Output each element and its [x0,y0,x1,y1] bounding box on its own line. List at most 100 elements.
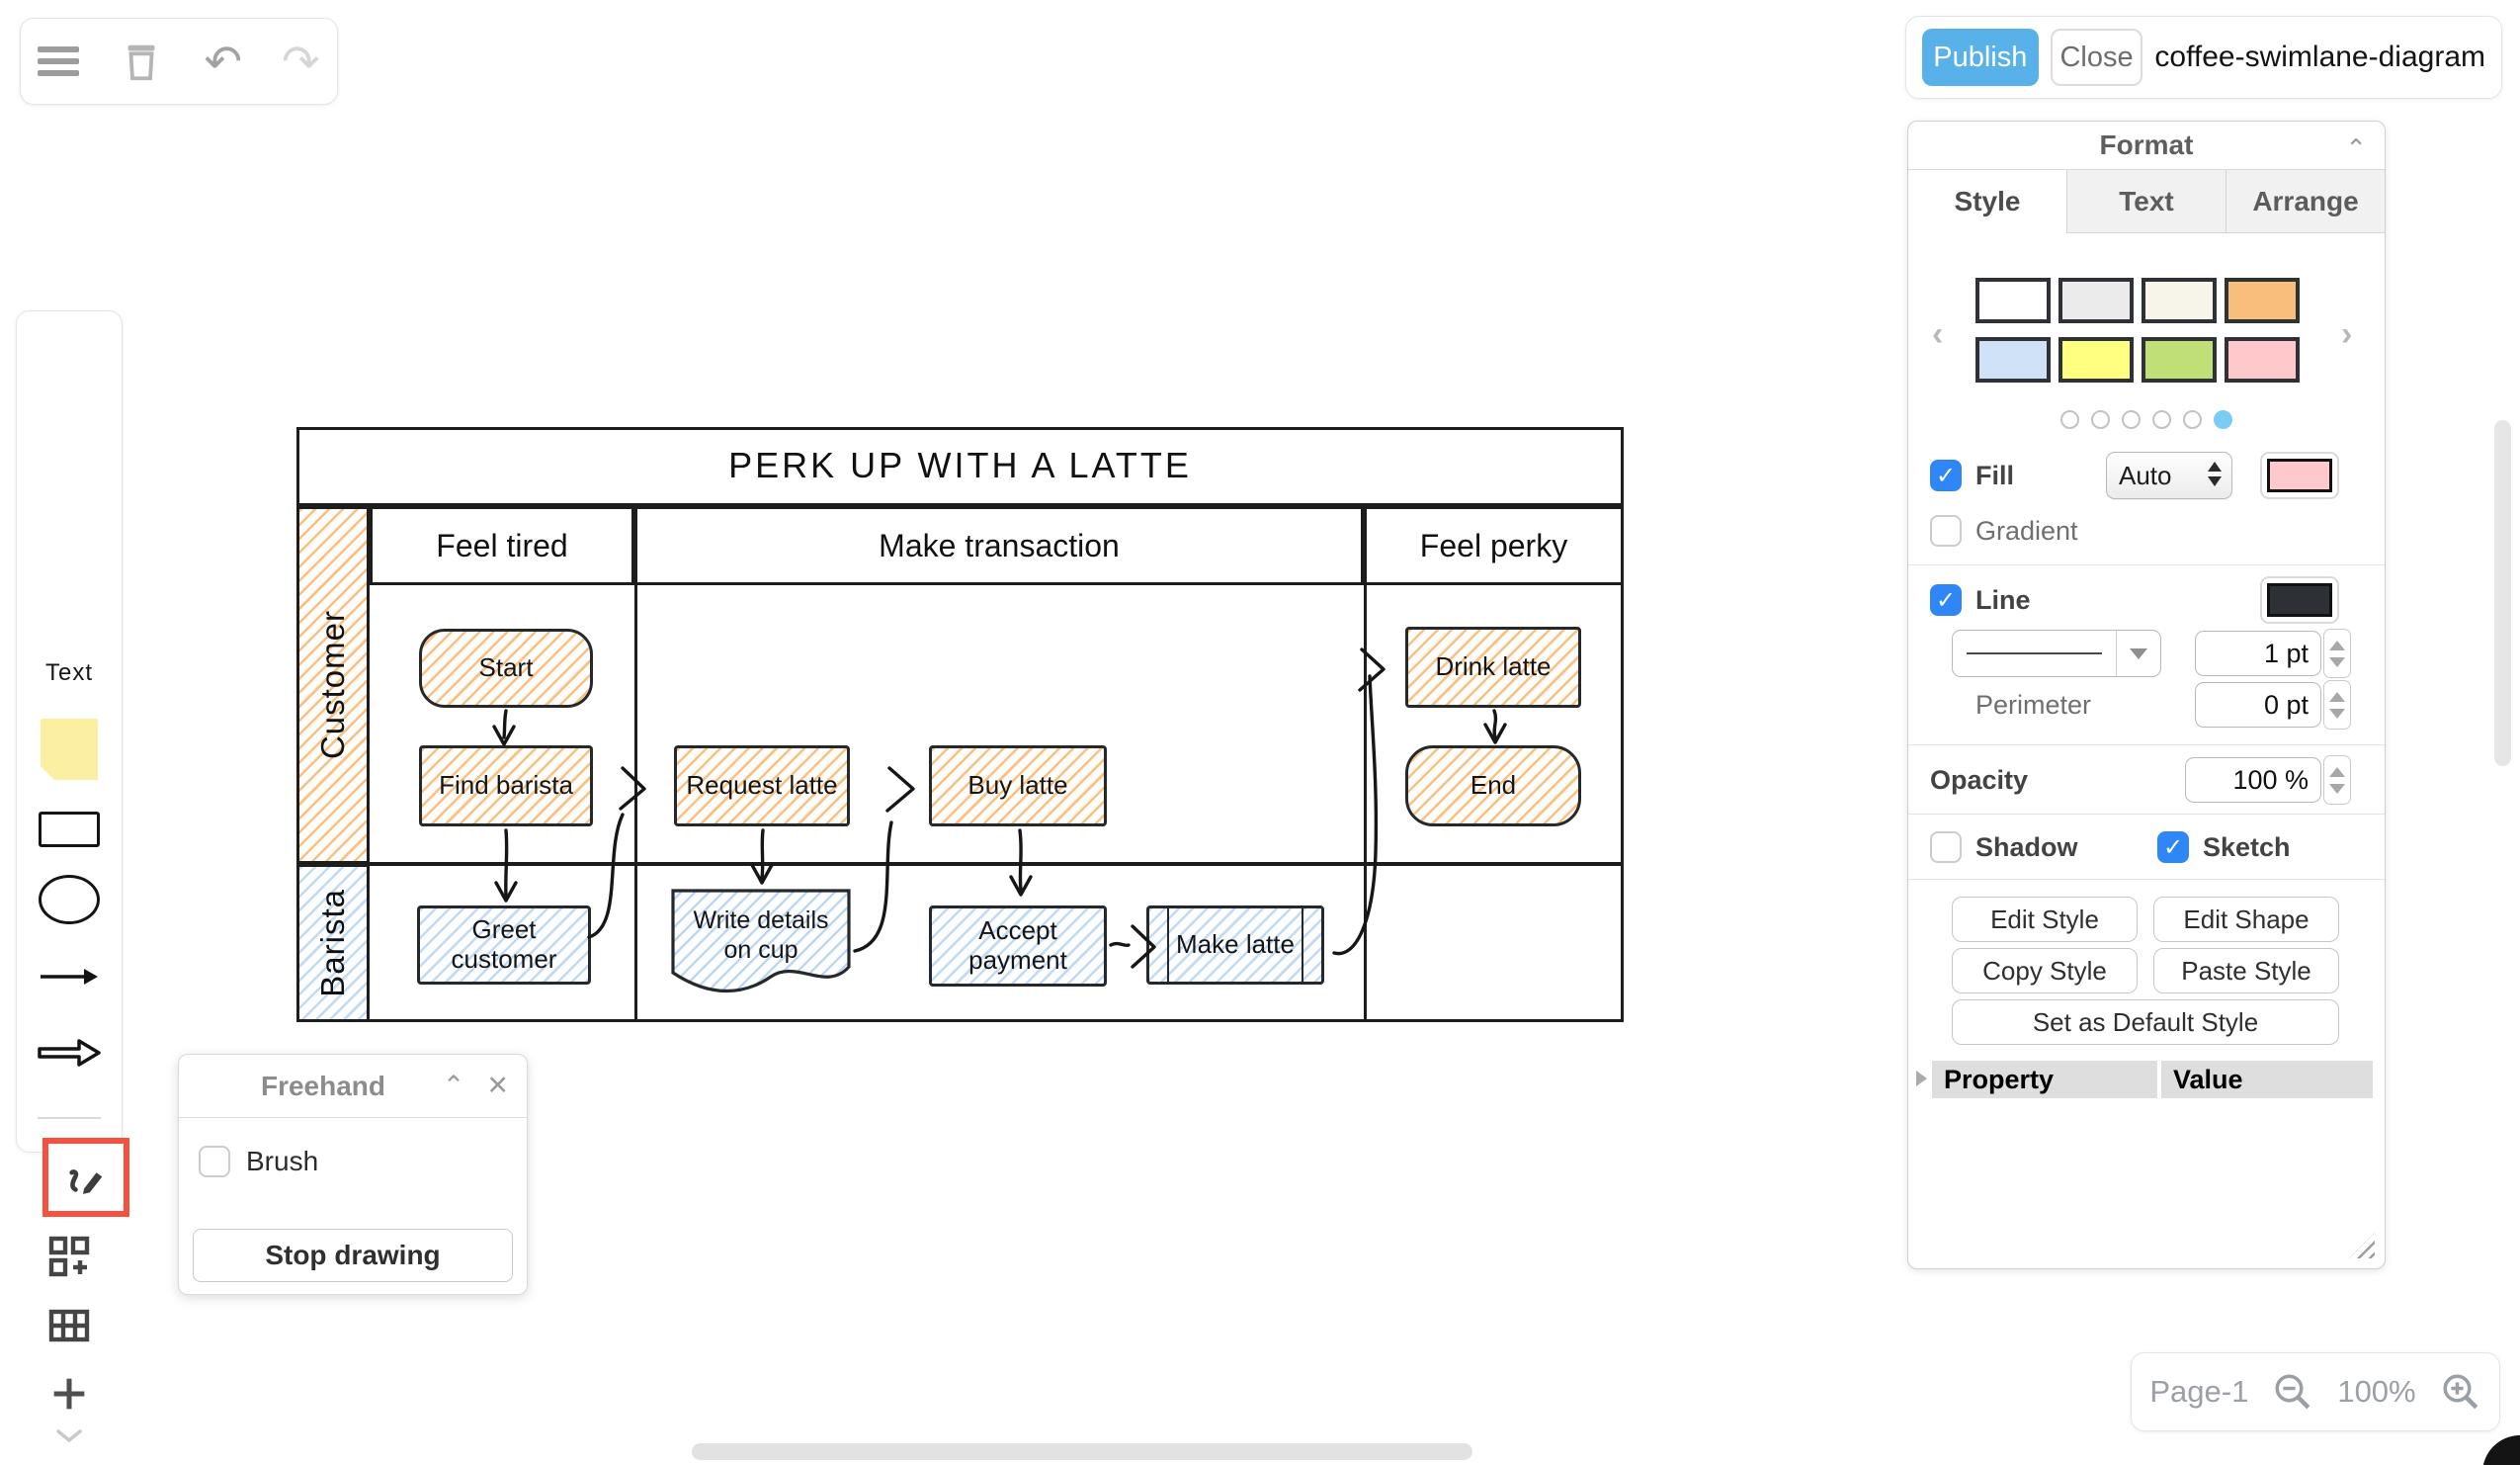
tab-text[interactable]: Text [2066,170,2226,233]
pager-dot[interactable] [2152,410,2171,429]
fill-checkbox[interactable] [1930,460,1962,491]
copy-style-button[interactable]: Copy Style [1952,948,2138,993]
phase-feel-perky[interactable]: Feel perky [1364,506,1624,585]
pager-dot[interactable] [2183,410,2202,429]
style-swatch[interactable] [2058,278,2134,323]
arrow-tool[interactable] [37,962,102,991]
collapse-dialog-icon[interactable]: ⌃ [442,1071,465,1100]
style-swatch[interactable] [1975,337,2051,383]
horizontal-scrollbar[interactable] [692,1443,1472,1460]
perimeter-stepper[interactable] [2323,680,2351,730]
fill-color-button[interactable] [2260,452,2339,499]
tab-style[interactable]: Style [1908,170,2066,233]
opacity-input[interactable]: 100 % [2185,757,2321,803]
freehand-tool-active[interactable] [42,1138,129,1217]
style-swatch[interactable] [2225,278,2300,323]
style-swatch[interactable] [2058,337,2134,383]
style-swatch[interactable] [2142,337,2217,383]
rectangle-tool[interactable] [39,812,100,847]
property-disclosure-icon[interactable] [1916,1071,1927,1086]
paste-style-button[interactable]: Paste Style [2153,948,2339,993]
fill-mode-select[interactable]: Auto [2106,452,2232,499]
shape-toolbar: Text [16,310,129,1443]
format-panel: Format ⌃ Style Text Arrange ‹ › Fill [1907,121,2386,1269]
plus-icon[interactable] [46,1371,92,1417]
line-style-select[interactable] [1952,630,2161,677]
format-tabs: Style Text Arrange [1908,170,2385,233]
node-make-latte[interactable]: Make latte [1146,905,1324,985]
node-greet-customer[interactable]: Greet customer [417,905,591,985]
pager-dot[interactable] [2122,410,2141,429]
style-swatch[interactable] [2225,337,2300,383]
freehand-pen-icon [69,1169,103,1194]
swatch-pager-dots [1908,410,2385,429]
line-checkbox[interactable] [1930,584,1962,616]
lane-customer[interactable]: Customer [296,506,370,864]
collapse-panel-icon[interactable]: ⌃ [2345,133,2367,163]
more-shapes-icon[interactable] [45,1233,93,1280]
style-swatch[interactable] [1975,278,2051,323]
node-request-latte[interactable]: Request latte [674,745,850,826]
node-end[interactable]: End [1405,745,1581,826]
close-button[interactable]: Close [2050,29,2143,86]
brush-label: Brush [246,1146,319,1176]
value-column-header: Value [2161,1061,2373,1098]
node-write-details[interactable] [670,888,852,996]
top-right-bar: Publish Close coffee-swimlane-diagram [1905,16,2502,99]
menu-icon[interactable] [38,46,80,76]
page-controls: Page-1 100% [2131,1352,2500,1431]
line-width-input[interactable]: 1 pt [2195,631,2321,676]
ellipse-tool[interactable] [39,875,100,924]
gradient-label: Gradient [1975,515,2078,546]
edit-style-button[interactable]: Edit Style [1952,897,2138,942]
zoom-level[interactable]: 100% [2337,1374,2416,1409]
chevron-down-icon[interactable] [54,1426,84,1444]
trash-icon[interactable] [119,39,164,84]
vertical-scrollbar[interactable] [2494,420,2511,766]
line-style-sample [1967,651,2102,655]
corner-blob [2482,1435,2520,1465]
stop-drawing-button[interactable]: Stop drawing [193,1229,513,1282]
line-label: Line [1975,584,2031,615]
thick-arrow-tool[interactable] [36,1035,103,1071]
sketch-checkbox[interactable] [2157,831,2189,863]
lane-barista[interactable]: Barista [296,864,370,1022]
pager-dot-active[interactable] [2214,410,2232,429]
gradient-checkbox[interactable] [1930,515,1962,547]
panel-resize-grip[interactable] [2349,1233,2375,1258]
swatch-prev-icon[interactable]: ‹ [1932,315,1944,353]
text-tool[interactable]: Text [44,659,94,686]
node-buy-latte[interactable]: Buy latte [929,745,1107,826]
zoom-in-icon[interactable] [2440,1371,2481,1413]
pager-dot[interactable] [2091,410,2110,429]
undo-icon[interactable]: ↶ [204,35,242,88]
set-default-style-button[interactable]: Set as Default Style [1952,999,2339,1045]
node-start[interactable]: Start [419,629,593,708]
node-accept-payment[interactable]: Accept payment [929,905,1107,987]
pager-dot[interactable] [2060,410,2079,429]
perimeter-input[interactable]: 0 pt [2195,682,2321,728]
phase-feel-tired[interactable]: Feel tired [370,506,634,585]
swatch-next-icon[interactable]: › [2341,315,2353,353]
sticky-note-tool[interactable] [41,719,98,780]
close-dialog-icon[interactable]: ✕ [486,1071,509,1100]
phase-make-transaction[interactable]: Make transaction [634,506,1364,585]
line-width-stepper[interactable] [2323,629,2351,678]
style-swatch[interactable] [2142,278,2217,323]
opacity-stepper[interactable] [2323,755,2351,805]
edit-shape-button[interactable]: Edit Shape [2153,897,2339,942]
pool-title[interactable]: PERK UP WITH A LATTE [296,427,1624,506]
shadow-checkbox[interactable] [1930,831,1962,863]
publish-button[interactable]: Publish [1922,29,2039,86]
node-drink-latte[interactable]: Drink latte [1405,627,1581,708]
redo-icon[interactable]: ↷ [282,35,320,88]
node-find-barista[interactable]: Find barista [419,745,593,826]
line-color-button[interactable] [2260,576,2339,624]
brush-checkbox[interactable] [199,1146,230,1177]
table-icon[interactable] [45,1302,93,1349]
page-name[interactable]: Page-1 [2149,1374,2249,1409]
tab-arrange[interactable]: Arrange [2226,170,2385,233]
zoom-out-icon[interactable] [2272,1371,2313,1413]
lane-divider [370,862,1624,866]
freehand-dialog-header[interactable]: Freehand ⌃ ✕ [179,1055,527,1118]
